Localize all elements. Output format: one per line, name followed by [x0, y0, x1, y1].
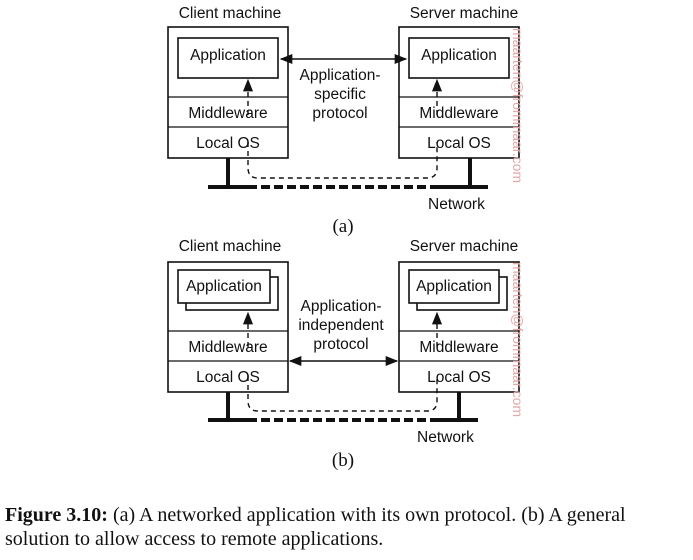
watermark-text: maarten@frommaar.com [510, 28, 526, 183]
client-os-label: Local OS [196, 135, 260, 152]
panel-label-b: (b) [332, 450, 354, 471]
server-middleware-label: Middleware [419, 105, 498, 122]
client-machine: Application Middleware Local OS [167, 26, 289, 187]
client-application-label: Application [186, 278, 262, 295]
server-os-label: Local OS [427, 369, 491, 386]
protocol-label-line2: specific [314, 86, 366, 103]
watermark-text: maarten@frommaar.com [510, 262, 526, 417]
network-label: Network [428, 196, 485, 213]
server-machine-title: Server machine [410, 5, 519, 22]
caption-label: Figure 3.10: [5, 504, 108, 526]
caption-text: (a) A networked application with its own… [5, 504, 626, 550]
server-application-box [408, 37, 510, 79]
network-label: Network [417, 429, 474, 446]
figure-caption: Figure 3.10: (a) A networked application… [5, 503, 690, 551]
server-machine: Application Middleware Local OS [398, 26, 520, 187]
diagram-a: Client machine Server machine Applicatio… [167, 5, 526, 237]
protocol-label-line2: independent [298, 317, 384, 334]
os-dashed-path [247, 142, 438, 179]
panel-label-a: (a) [332, 216, 353, 237]
client-machine-title: Client machine [179, 5, 282, 22]
os-dashed-path [247, 376, 438, 412]
client-application-label: Application [190, 47, 266, 64]
server-application-label: Application [416, 278, 492, 295]
server-os-label: Local OS [427, 135, 491, 152]
protocol-label-line1: Application- [301, 298, 382, 315]
server-machine: Application Middleware Local OS [398, 261, 520, 420]
client-machine-title: Client machine [179, 238, 282, 255]
client-middleware-label: Middleware [188, 339, 267, 356]
protocol-label-line1: Application- [300, 67, 381, 84]
diagram-b: Client machine Server machine Applicatio… [167, 238, 526, 471]
server-application-label: Application [421, 47, 497, 64]
client-application-box [177, 37, 279, 79]
protocol-label-line3: protocol [312, 105, 367, 122]
client-os-label: Local OS [196, 369, 260, 386]
protocol-label-line3: protocol [313, 336, 368, 353]
server-machine-title: Server machine [410, 238, 519, 255]
client-middleware-label: Middleware [188, 105, 267, 122]
client-application-box [177, 269, 271, 304]
server-application-box [408, 269, 500, 304]
client-machine: Application Middleware Local OS [167, 261, 289, 420]
server-middleware-label: Middleware [419, 339, 498, 356]
